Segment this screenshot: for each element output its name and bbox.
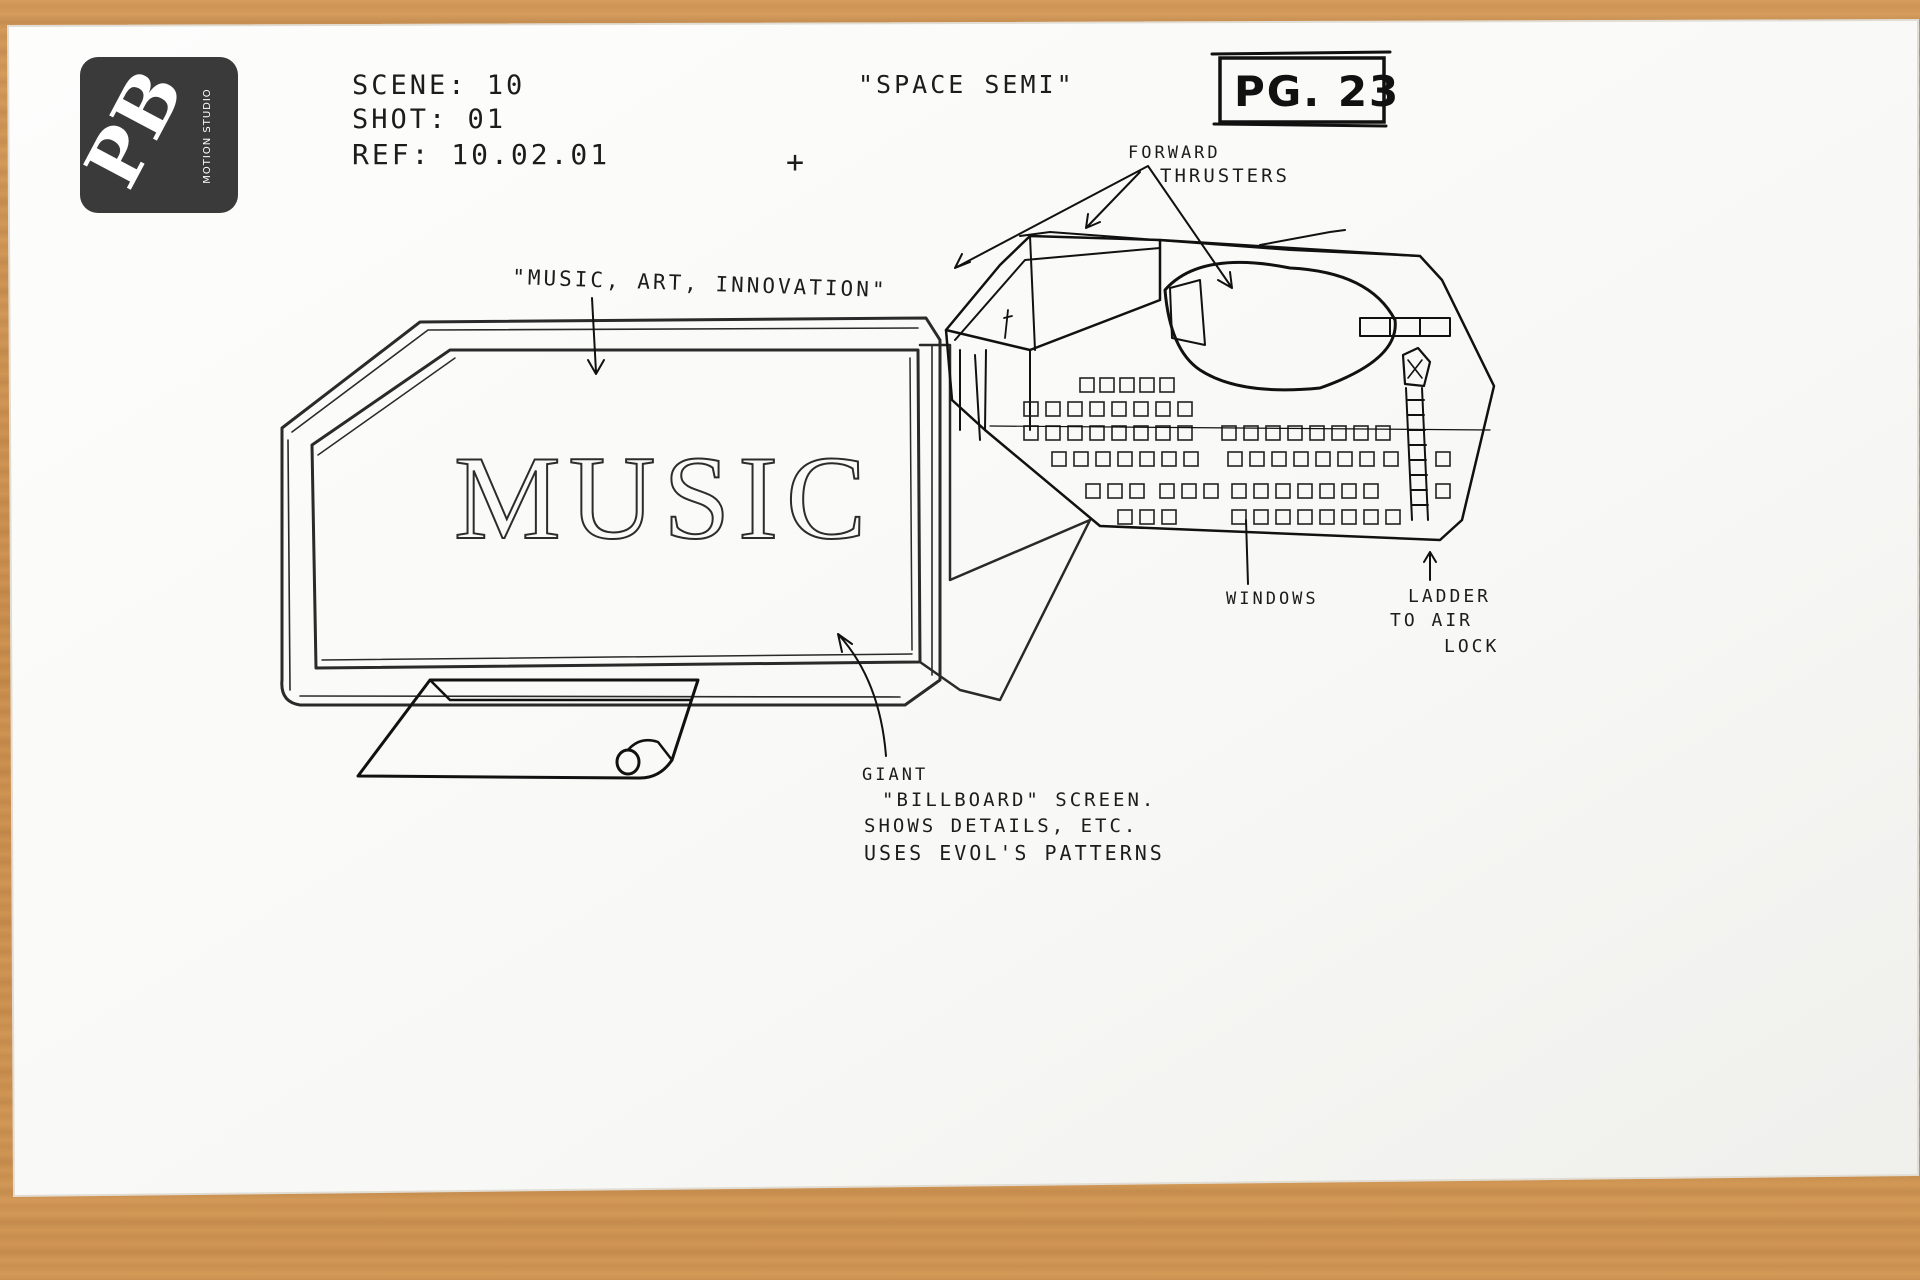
shot-number: SHOT: 01	[352, 104, 506, 135]
billboard-sketch	[280, 316, 1092, 780]
space-semi-ship-sketch	[944, 229, 1496, 542]
reference-number: REF: 10.02.01	[352, 138, 610, 171]
windows-arrow	[1245, 519, 1249, 585]
ladder-label-3: LOCK	[1444, 636, 1499, 657]
page-number-box: PG. 23	[1210, 50, 1400, 128]
sketch-title: "SPACE SEMI"	[858, 70, 1075, 99]
windows-label: WINDOWS	[1226, 589, 1319, 609]
paper-sheet	[6, 18, 1919, 1198]
billboard-note-arrow	[837, 633, 887, 757]
ladder-arrow	[1423, 551, 1437, 581]
forward-thrusters-label-2: THRUSTERS	[1160, 165, 1290, 187]
scene-number: SCENE: 10	[352, 70, 525, 101]
ladder-label-2: TO AIR	[1390, 610, 1473, 631]
page-number: PG. 23	[1234, 67, 1400, 116]
logo-tagline: MOTION STUDIO	[202, 88, 213, 183]
billboard-note-2: "BILLBOARD" SCREEN.	[882, 789, 1156, 811]
billboard-note-4: USES EVOL'S PATTERNS	[864, 841, 1165, 865]
forward-thrusters-arrows	[954, 165, 1233, 289]
studio-logo: PB MOTION STUDIO	[69, 57, 238, 213]
logo-badge	[80, 57, 238, 213]
crosshair-mark: +	[786, 145, 807, 180]
billboard-note-3: SHOWS DETAILS, ETC.	[864, 815, 1138, 837]
billboard-screen-text: MUSIC	[454, 431, 874, 564]
ship-window-grid	[989, 377, 1491, 525]
billboard-note-1: GIANT	[862, 765, 928, 785]
forward-thrusters-label-1: FORWARD	[1128, 143, 1221, 163]
tagline-arrow	[587, 297, 605, 375]
ladder-label-1: LADDER	[1408, 586, 1491, 607]
